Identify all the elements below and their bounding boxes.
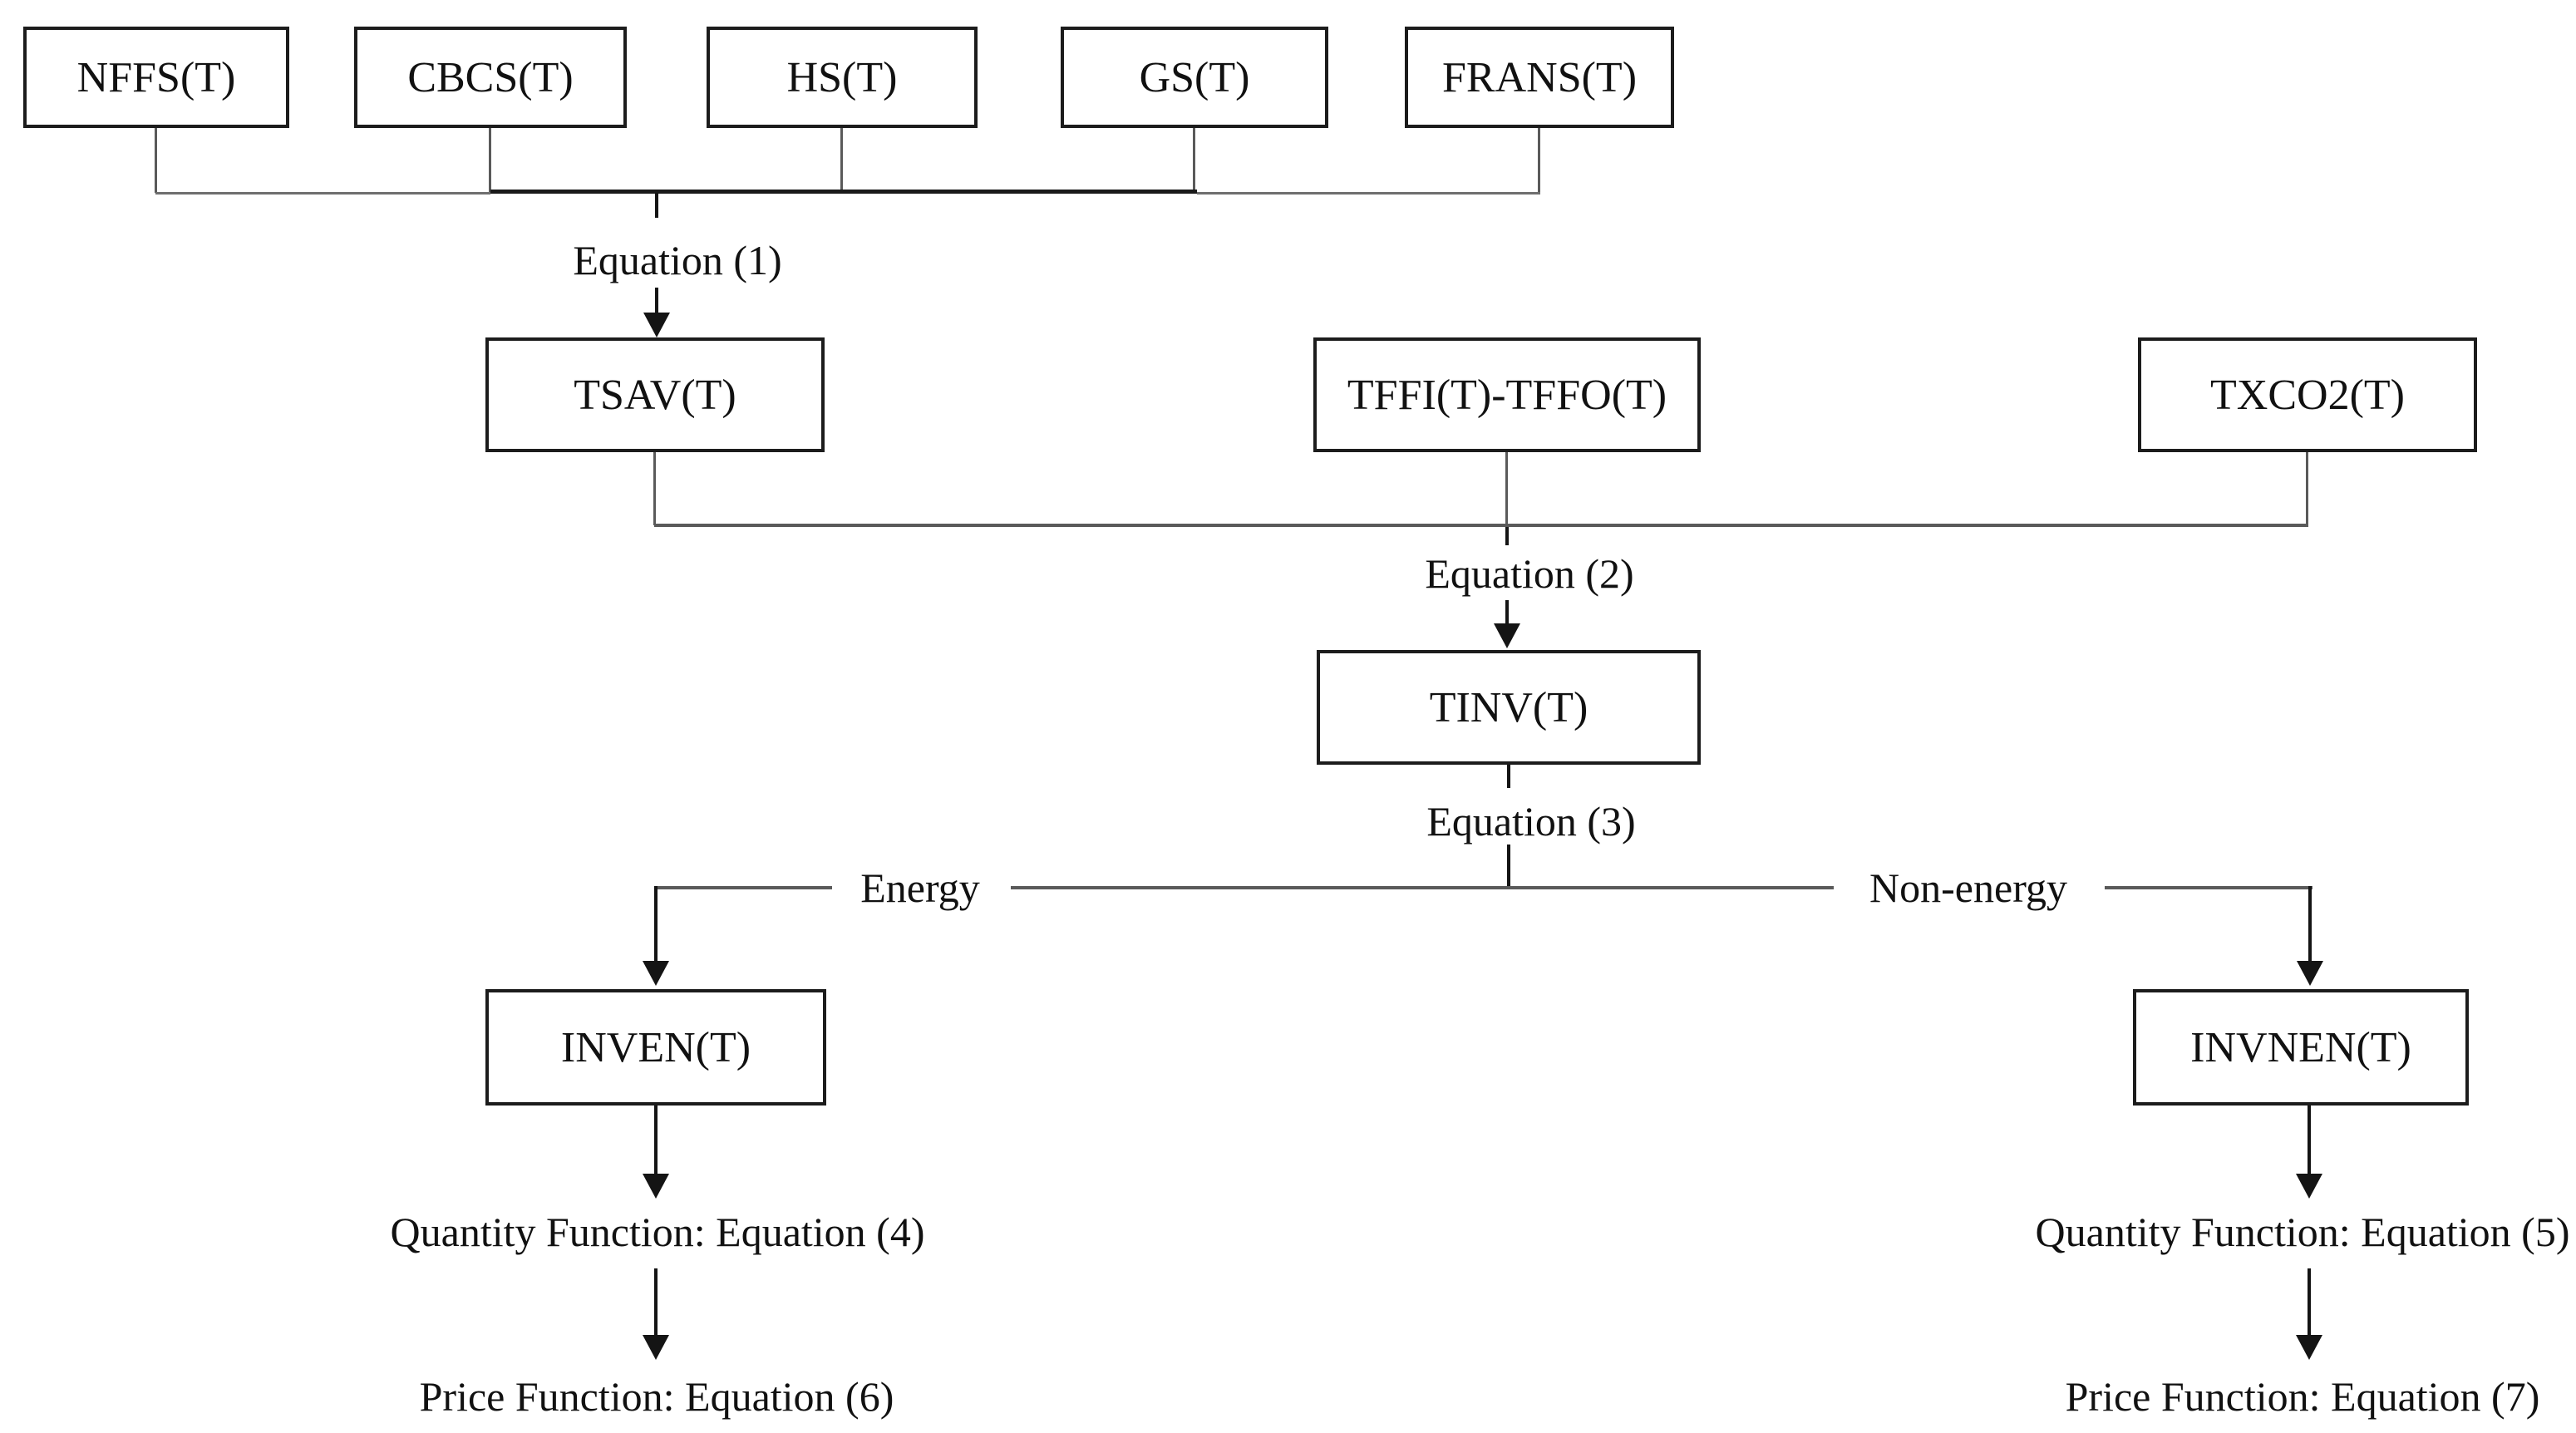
box-tsav: TSAV(T) bbox=[485, 337, 825, 452]
arrow-shaft bbox=[2308, 886, 2312, 963]
connector-line bbox=[1505, 527, 1509, 545]
box-txco2: TXCO2(T) bbox=[2138, 337, 2477, 452]
connector-line bbox=[2105, 886, 2312, 889]
connector-line bbox=[155, 128, 157, 193]
connector-line bbox=[490, 190, 1197, 194]
box-inven: INVEN(T) bbox=[485, 989, 826, 1106]
arrow-down-icon bbox=[2296, 1174, 2322, 1199]
arrow-down-icon bbox=[1494, 623, 1520, 648]
connector-line bbox=[655, 193, 658, 218]
arrow-down-icon bbox=[2296, 1335, 2322, 1360]
connector-line bbox=[656, 886, 832, 889]
arrow-down-icon bbox=[643, 961, 669, 986]
box-hs: HS(T) bbox=[707, 27, 978, 128]
connector-line bbox=[1011, 886, 1834, 889]
connector-line bbox=[2306, 452, 2308, 525]
connector-line bbox=[155, 192, 490, 195]
connector-line bbox=[489, 128, 491, 193]
connector-line bbox=[1193, 128, 1195, 193]
box-tinv: TINV(T) bbox=[1317, 650, 1701, 765]
quantity-function-4-label: Quantity Function: Equation (4) bbox=[390, 1209, 925, 1255]
non-energy-branch-label: Non-energy bbox=[1869, 864, 2067, 911]
box-nffs: NFFS(T) bbox=[23, 27, 289, 128]
arrow-down-icon bbox=[643, 1174, 669, 1199]
box-tffi-tffo: TFFI(T)-TFFO(T) bbox=[1313, 337, 1701, 452]
equation-3-label: Equation (3) bbox=[1426, 798, 1636, 845]
connector-line bbox=[840, 128, 843, 193]
connector-line bbox=[1507, 845, 1510, 889]
energy-branch-label: Energy bbox=[860, 864, 980, 911]
equation-1-label: Equation (1) bbox=[573, 237, 782, 283]
connector-line bbox=[1538, 128, 1540, 193]
connector-line bbox=[654, 524, 2308, 527]
box-cbcs: CBCS(T) bbox=[354, 27, 627, 128]
arrow-shaft bbox=[654, 1106, 658, 1175]
arrow-shaft bbox=[655, 288, 658, 314]
arrow-down-icon bbox=[2297, 961, 2323, 986]
connector-line bbox=[1505, 452, 1508, 525]
arrow-down-icon bbox=[643, 313, 670, 337]
arrow-down-icon bbox=[643, 1335, 669, 1360]
arrow-shaft bbox=[1505, 600, 1509, 625]
connector-line bbox=[653, 452, 656, 525]
arrow-shaft bbox=[654, 886, 658, 963]
arrow-shaft bbox=[2308, 1268, 2311, 1337]
connector-line bbox=[1507, 765, 1510, 788]
quantity-function-5-label: Quantity Function: Equation (5) bbox=[2035, 1209, 2570, 1255]
box-gs: GS(T) bbox=[1061, 27, 1328, 128]
arrow-shaft bbox=[654, 1268, 658, 1337]
price-function-6-label: Price Function: Equation (6) bbox=[419, 1373, 894, 1420]
box-invnen: INVNEN(T) bbox=[2133, 989, 2469, 1106]
price-function-7-label: Price Function: Equation (7) bbox=[2065, 1373, 2540, 1420]
box-frans: FRANS(T) bbox=[1405, 27, 1674, 128]
equation-2-label: Equation (2) bbox=[1425, 550, 1634, 597]
arrow-shaft bbox=[2308, 1106, 2311, 1175]
connector-line bbox=[1197, 192, 1540, 195]
